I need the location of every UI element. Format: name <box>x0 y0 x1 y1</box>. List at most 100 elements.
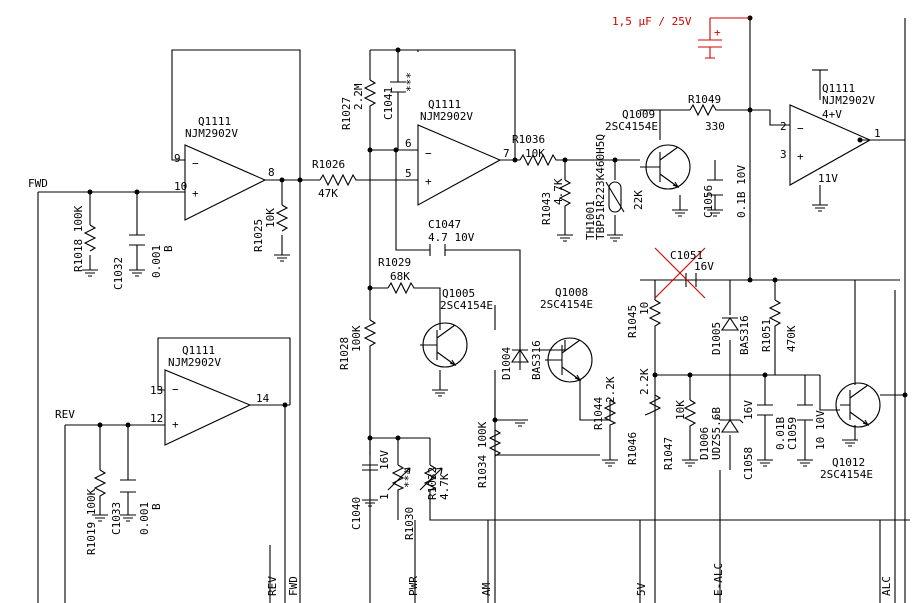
svg-text:TBP51R223K460H5Q: TBP51R223K460H5Q <box>594 134 607 240</box>
svg-text:16V: 16V <box>742 400 755 420</box>
svg-text:0.01B: 0.01B <box>774 417 787 450</box>
svg-text:2.2M: 2.2M <box>352 83 365 110</box>
svg-text:FWD: FWD <box>287 576 300 596</box>
svg-text:0.001: 0.001 <box>150 245 163 278</box>
svg-text:+: + <box>714 26 721 39</box>
svg-text:PWR: PWR <box>407 576 420 596</box>
svg-text:5: 5 <box>405 167 412 180</box>
svg-text:0.1B 10V: 0.1B 10V <box>735 165 748 218</box>
svg-text:C1040: C1040 <box>350 497 363 530</box>
capacitor-labels: C1032 0.001 B C1033 0.001 B C1040 1 16V … <box>110 72 827 535</box>
svg-text:***: *** <box>404 72 417 92</box>
svg-text:10: 10 <box>174 180 187 193</box>
svg-text:22K: 22K <box>632 190 645 210</box>
svg-text:47K: 47K <box>318 187 338 200</box>
svg-text:R1045: R1045 <box>626 305 639 338</box>
svg-text:AM: AM <box>480 582 493 596</box>
d1006-symbol <box>716 416 744 433</box>
ground-symbols <box>82 69 858 522</box>
svg-text:16V: 16V <box>378 450 391 470</box>
svg-text:4.7K: 4.7K <box>552 178 565 205</box>
svg-text:NJM2902V: NJM2902V <box>822 94 875 107</box>
c1051-plates <box>685 273 697 287</box>
svg-text:2SC4154E: 2SC4154E <box>540 298 593 311</box>
svg-text:2: 2 <box>780 120 787 133</box>
svg-text:+: + <box>172 418 179 431</box>
svg-text:+: + <box>797 150 804 163</box>
svg-text:***: *** <box>402 468 415 488</box>
r1030-arrow <box>387 467 411 491</box>
r1025-body <box>275 204 289 232</box>
svg-text:R1030: R1030 <box>403 507 416 540</box>
svg-text:R1036: R1036 <box>512 133 545 146</box>
svg-text:BAS316: BAS316 <box>738 315 751 355</box>
r1028-body <box>363 319 377 355</box>
svg-text:2SC4154E: 2SC4154E <box>820 468 873 481</box>
transistors <box>420 144 881 428</box>
svg-text:D1004: D1004 <box>500 347 513 380</box>
svg-text:R1051: R1051 <box>760 319 773 352</box>
svg-text:REV: REV <box>266 576 279 596</box>
svg-text:Q1008: Q1008 <box>555 286 588 299</box>
svg-text:0.001: 0.001 <box>138 502 151 535</box>
opamp-u1: − + 9 10 8 Q1111 NJM2902V <box>174 115 275 221</box>
r1036-body <box>519 153 560 167</box>
junction-dots <box>87 15 908 441</box>
svg-text:R1028: R1028 <box>338 337 351 370</box>
svg-text:NJM2902V: NJM2902V <box>185 127 238 140</box>
capacitors <box>120 81 813 493</box>
svg-text:BAS316: BAS316 <box>530 340 543 380</box>
svg-text:10K: 10K <box>525 147 545 160</box>
d1005-symbol <box>720 317 740 331</box>
svg-text:5V: 5V <box>635 582 648 596</box>
svg-text:R1025: R1025 <box>252 219 265 252</box>
svg-text:TH1001: TH1001 <box>584 200 597 240</box>
r1049-body <box>689 103 720 117</box>
svg-text:10: 10 <box>638 302 651 315</box>
r1044-body <box>603 399 617 430</box>
svg-text:2SC4154E: 2SC4154E <box>440 299 493 312</box>
svg-text:R1019 100K: R1019 100K <box>85 488 98 555</box>
svg-text:NJM2902V: NJM2902V <box>168 356 221 369</box>
svg-text:Q1111: Q1111 <box>822 82 855 95</box>
q1005-symbol <box>420 322 468 368</box>
resistor-labels: R1018 100K R1019 100K R1025 10K R1026 47… <box>72 83 798 555</box>
svg-text:+: + <box>425 175 432 188</box>
svg-text:3: 3 <box>780 148 787 161</box>
svg-text:C1051: C1051 <box>670 249 703 262</box>
c1032-plates <box>129 234 145 246</box>
svg-text:R1046: R1046 <box>626 432 639 465</box>
svg-text:C1059: C1059 <box>786 417 799 450</box>
svg-text:2SC4154E: 2SC4154E <box>605 120 658 133</box>
opamp-u4: − + 2 3 1 Q1111 NJM2902V 4+V 11V <box>780 82 881 186</box>
c1056-plates <box>707 179 723 196</box>
svg-text:Q1005: Q1005 <box>442 287 475 300</box>
r1019-body <box>93 469 107 500</box>
svg-text:R1043: R1043 <box>540 192 553 225</box>
d1004-symbol <box>510 330 530 363</box>
svg-text:4.7 10V: 4.7 10V <box>428 231 475 244</box>
svg-text:10K: 10K <box>264 208 277 228</box>
svg-text:R1044: R1044 <box>592 397 605 430</box>
svg-text:100K: 100K <box>350 325 363 352</box>
svg-text:9: 9 <box>174 152 181 165</box>
q1008-symbol <box>545 337 593 383</box>
svg-text:330: 330 <box>705 120 725 133</box>
svg-text:Q1111: Q1111 <box>182 344 215 357</box>
svg-text:2.2K: 2.2K <box>638 368 651 395</box>
svg-text:10 10V: 10 10V <box>814 410 827 450</box>
r1051-body <box>768 299 782 335</box>
svg-text:68K: 68K <box>390 270 410 283</box>
svg-text:2.2K: 2.2K <box>604 376 617 403</box>
svg-text:NJM2902V: NJM2902V <box>420 110 473 123</box>
diodes <box>510 317 744 433</box>
svg-text:R1026: R1026 <box>312 158 345 171</box>
svg-text:UDZS5.6B: UDZS5.6B <box>710 407 723 460</box>
svg-text:C1047: C1047 <box>428 218 461 231</box>
svg-text:16V: 16V <box>694 260 714 273</box>
c1040-plates <box>362 464 378 471</box>
svg-text:C1033: C1033 <box>110 502 123 535</box>
svg-text:B: B <box>162 245 175 252</box>
svg-text:10K: 10K <box>674 400 687 420</box>
svg-text:R1047: R1047 <box>662 437 675 470</box>
